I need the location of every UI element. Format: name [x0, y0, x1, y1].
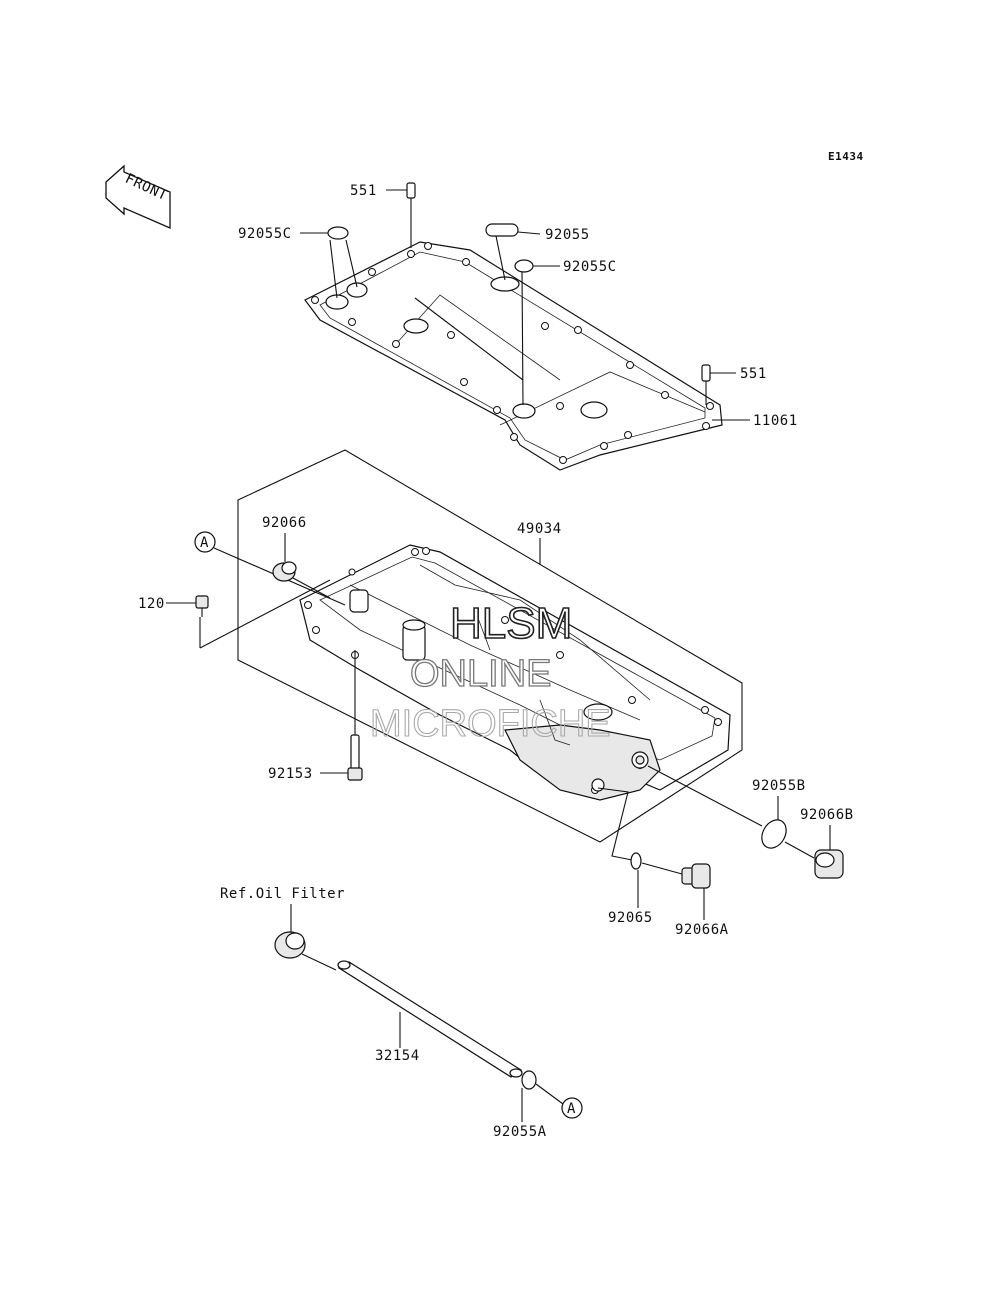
callout-ref-oil-filter: Ref.Oil Filter — [220, 886, 345, 902]
callout-92055b: 92055B — [752, 778, 806, 794]
callout-32154: 32154 — [375, 1048, 420, 1064]
callout-92066a: 92066A — [675, 922, 729, 938]
dowel-pin-551-top — [406, 182, 416, 199]
front-arrow-icon: FRONT — [105, 164, 171, 229]
reference-a-bottom — [561, 1097, 583, 1119]
callout-11061: 11061 — [753, 413, 798, 429]
oil-pan — [299, 544, 731, 801]
callout-92055a: 92055A — [493, 1124, 547, 1140]
callout-92065: 92065 — [608, 910, 653, 926]
bolt-92153 — [347, 734, 363, 781]
callout-49034: 49034 — [517, 521, 562, 537]
diagram-code: E1434 — [828, 150, 864, 163]
callout-92055: 92055 — [545, 227, 590, 243]
callout-92055c-left: 92055C — [238, 226, 292, 242]
o-ring-92055c-right — [514, 259, 534, 273]
callout-92066: 92066 — [262, 515, 307, 531]
oil-filter-reference — [274, 931, 306, 959]
watermark-line-2: ONLINE — [410, 653, 551, 695]
o-ring-92055c-left — [327, 226, 349, 240]
o-ring-92055 — [485, 223, 519, 237]
callout-120: 120 — [138, 596, 165, 612]
o-ring-92055a — [521, 1070, 537, 1090]
watermark: HLSM ONLINE MICROFICHE — [369, 598, 611, 745]
watermark-line-1: HLSM — [450, 599, 572, 648]
washer-92065 — [630, 852, 642, 870]
oil-pipe-32154 — [337, 960, 523, 1078]
plug-92066 — [272, 561, 297, 582]
callout-a-top: A — [200, 535, 209, 551]
reference-a-top — [194, 531, 216, 553]
plug-92066a — [681, 863, 711, 889]
oil-pan-assembly-box — [237, 449, 743, 843]
bolt-120 — [195, 595, 209, 617]
plug-92066b — [814, 849, 844, 879]
oil-pan-gasket — [304, 241, 723, 471]
dowel-pin-551-right — [701, 364, 711, 382]
gasket-holes — [311, 242, 714, 464]
callout-92066b: 92066B — [800, 807, 854, 823]
callout-551-top: 551 — [350, 183, 377, 199]
callout-92055c-right: 92055C — [563, 259, 617, 275]
watermark-line-3: MICROFICHE — [370, 703, 611, 745]
o-ring-92055b — [761, 819, 787, 849]
callout-92153: 92153 — [268, 766, 313, 782]
callout-551-right: 551 — [740, 366, 767, 382]
callout-a-bottom: A — [567, 1101, 576, 1117]
